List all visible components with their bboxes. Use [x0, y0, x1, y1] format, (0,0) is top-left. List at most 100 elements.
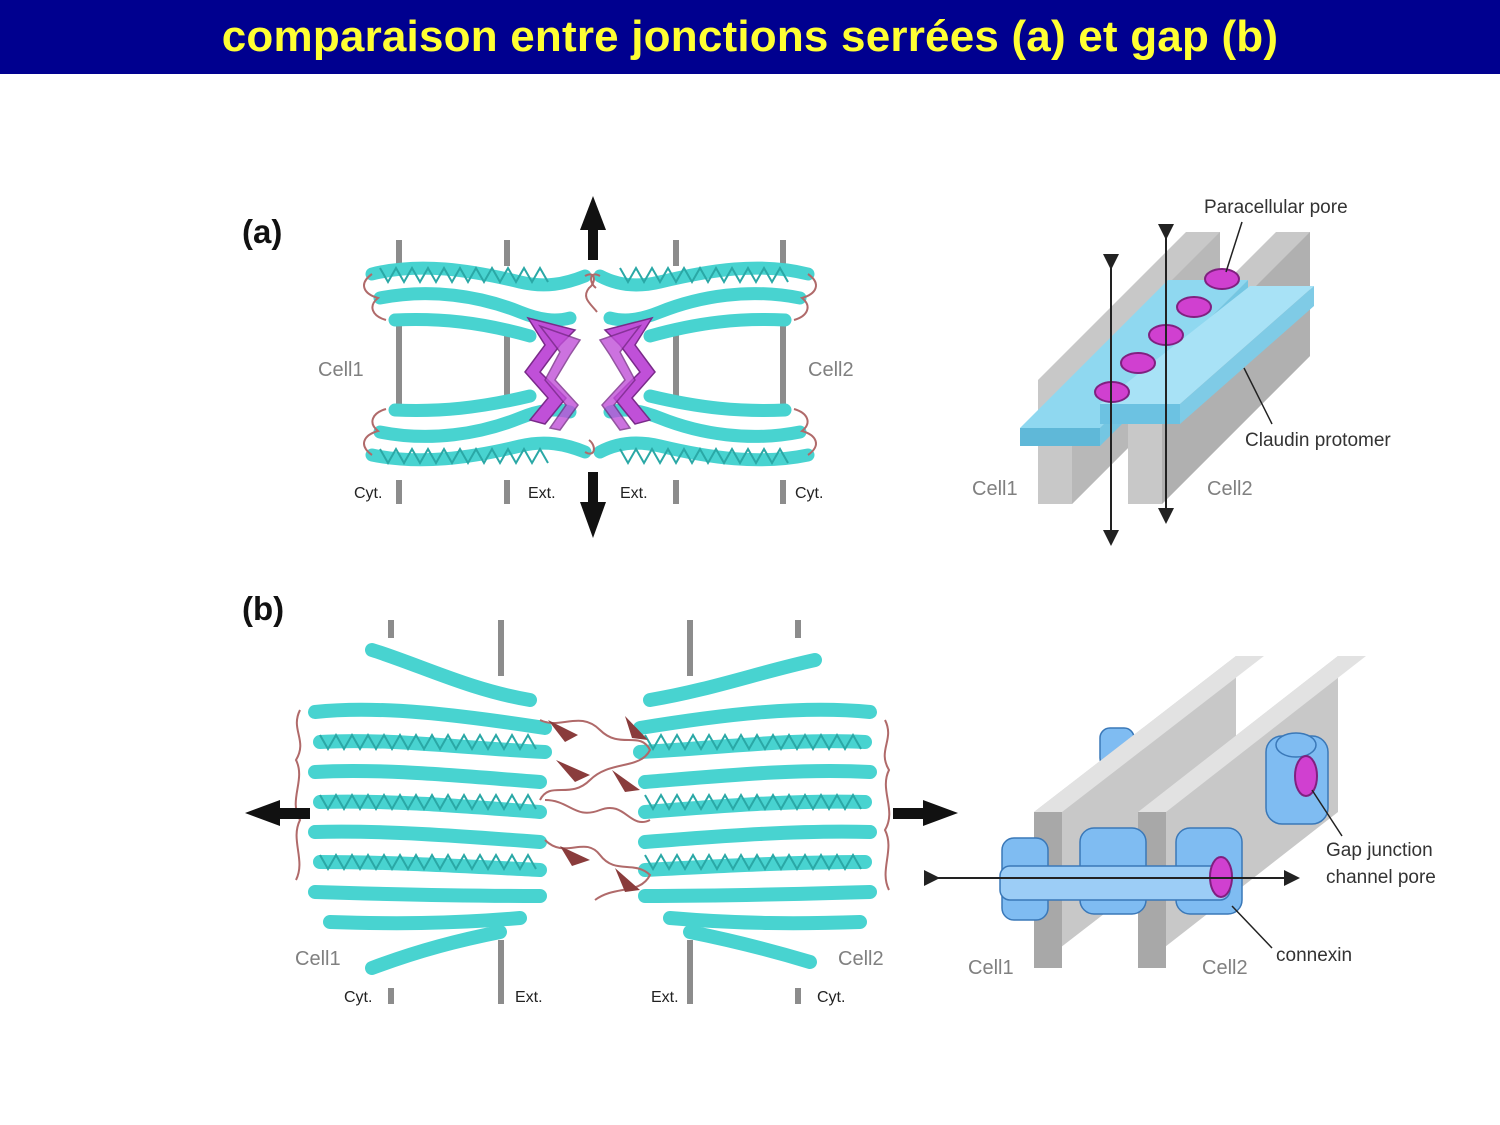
membrane-bar	[673, 325, 679, 405]
loop	[883, 719, 891, 891]
arrow-up-icon	[580, 196, 606, 230]
label-cell1-a-schematic: Cell1	[972, 478, 1018, 500]
label-ext-right-b: Ext.	[651, 989, 679, 1006]
membrane-bar	[504, 325, 510, 405]
membrane-bar	[396, 325, 402, 405]
pore-icon	[1176, 296, 1212, 318]
beta-sheets-a	[524, 316, 656, 431]
helix-ribbon	[638, 855, 872, 877]
pore-icon	[1120, 352, 1156, 374]
membrane-bars-b	[388, 620, 801, 1004]
membrane-bar	[388, 988, 394, 1004]
slide-title: comparaison entre jonctions serrées (a) …	[221, 12, 1279, 61]
helix-coil	[319, 852, 537, 872]
arrow-left-icon	[245, 800, 280, 826]
loop	[590, 273, 601, 289]
helix-ribbon	[638, 763, 877, 789]
label-cell1-b-schematic: Cell1	[968, 957, 1014, 979]
panel-a-structure: Cell1 Cell2 Cyt. Ext. Ext. Cyt.	[318, 196, 854, 538]
gap-junction-channel	[999, 827, 1243, 921]
helix-coils-b	[319, 732, 862, 872]
membrane-bar	[673, 240, 679, 266]
slab-top	[1138, 656, 1366, 812]
membrane-bar	[780, 480, 786, 504]
helix-coil	[644, 852, 862, 872]
membrane-bar	[396, 480, 402, 504]
helix-ribbon	[593, 436, 815, 467]
label-connexin: connexin	[1276, 945, 1352, 966]
helix-bundles-b	[308, 643, 877, 975]
loop	[294, 709, 302, 881]
label-cyt-left-a: Cyt.	[354, 485, 382, 502]
loop	[544, 799, 651, 823]
helix-ribbon	[308, 885, 547, 903]
label-cyt-right-a: Cyt.	[795, 485, 823, 502]
label-claudin-protomer: Claudin protomer	[1245, 430, 1391, 451]
arrow-down-icon	[580, 502, 606, 538]
helix-ribbon	[643, 653, 822, 707]
membrane-bar	[396, 240, 402, 266]
beta-strand	[615, 868, 640, 892]
helix-ribbon	[683, 925, 817, 969]
membrane-bar	[780, 325, 786, 405]
label-ext-left-b: Ext.	[515, 989, 543, 1006]
title-bar: comparaison entre jonctions serrées (a) …	[0, 0, 1500, 74]
panel-a-letter: (a)	[242, 213, 282, 250]
label-cyt-right-b: Cyt.	[817, 989, 845, 1006]
label-cell1-b: Cell1	[295, 948, 341, 970]
helix-ribbon	[638, 885, 877, 903]
helix-ribbon	[365, 261, 592, 292]
label-gap-junction-line2: channel pore	[1326, 867, 1436, 888]
beta-strands-b	[548, 716, 648, 892]
panel-b-letter: (b)	[242, 590, 284, 627]
label-paracellular-pore: Paracellular pore	[1204, 197, 1348, 218]
label-cyt-left-b: Cyt.	[344, 989, 372, 1006]
callout-line	[1243, 367, 1273, 425]
loop	[584, 439, 595, 455]
helix-coil	[319, 792, 537, 812]
beta-strand	[548, 720, 578, 742]
membrane-bar	[504, 480, 510, 504]
label-cell1-a: Cell1	[318, 359, 364, 381]
label-ext-left-a: Ext.	[528, 485, 556, 502]
helix-ribbon	[308, 702, 552, 735]
loop	[363, 408, 387, 456]
callout-line	[1311, 789, 1343, 837]
membrane-bar	[388, 620, 394, 638]
helix-coil	[379, 265, 549, 285]
helix-ribbon	[365, 643, 537, 707]
helix-ribbon	[308, 824, 547, 849]
membrane-bar	[673, 480, 679, 504]
claudin-strand-top	[1100, 286, 1314, 404]
flux-arrows-a	[580, 196, 606, 538]
helix-coil	[619, 446, 789, 466]
callout-line	[1231, 905, 1273, 949]
membrane-bar	[498, 620, 504, 676]
claudin-strand-front	[1020, 428, 1100, 446]
membrane-bar	[687, 940, 693, 1004]
membrane-bar	[795, 988, 801, 1004]
helix-ribbon	[308, 763, 547, 789]
loop	[793, 273, 817, 321]
helix-coils-a	[379, 265, 789, 466]
helix-coil	[379, 446, 549, 466]
slab-top	[1034, 656, 1264, 812]
beta-strand	[560, 846, 590, 866]
helix-ribbon	[388, 389, 537, 417]
helix-ribbon	[638, 794, 872, 819]
label-cell2-a: Cell2	[808, 359, 854, 381]
label-cell2-b: Cell2	[838, 948, 884, 970]
helix-coil	[644, 732, 862, 752]
helix-ribbon	[633, 702, 877, 735]
flux-arrows-b	[245, 800, 958, 826]
callout-line	[1225, 221, 1243, 273]
arrow-right-shaft	[893, 808, 927, 819]
arrow-right-icon	[923, 800, 958, 826]
helix-ribbon	[603, 287, 807, 327]
label-cell2-b-schematic: Cell2	[1202, 957, 1248, 979]
panel-b-schematic: Gap junction channel pore connexin Cell1…	[924, 656, 1436, 979]
beta-sheet	[598, 324, 643, 431]
membrane-bar	[504, 240, 510, 266]
helix-ribbon	[388, 313, 537, 343]
